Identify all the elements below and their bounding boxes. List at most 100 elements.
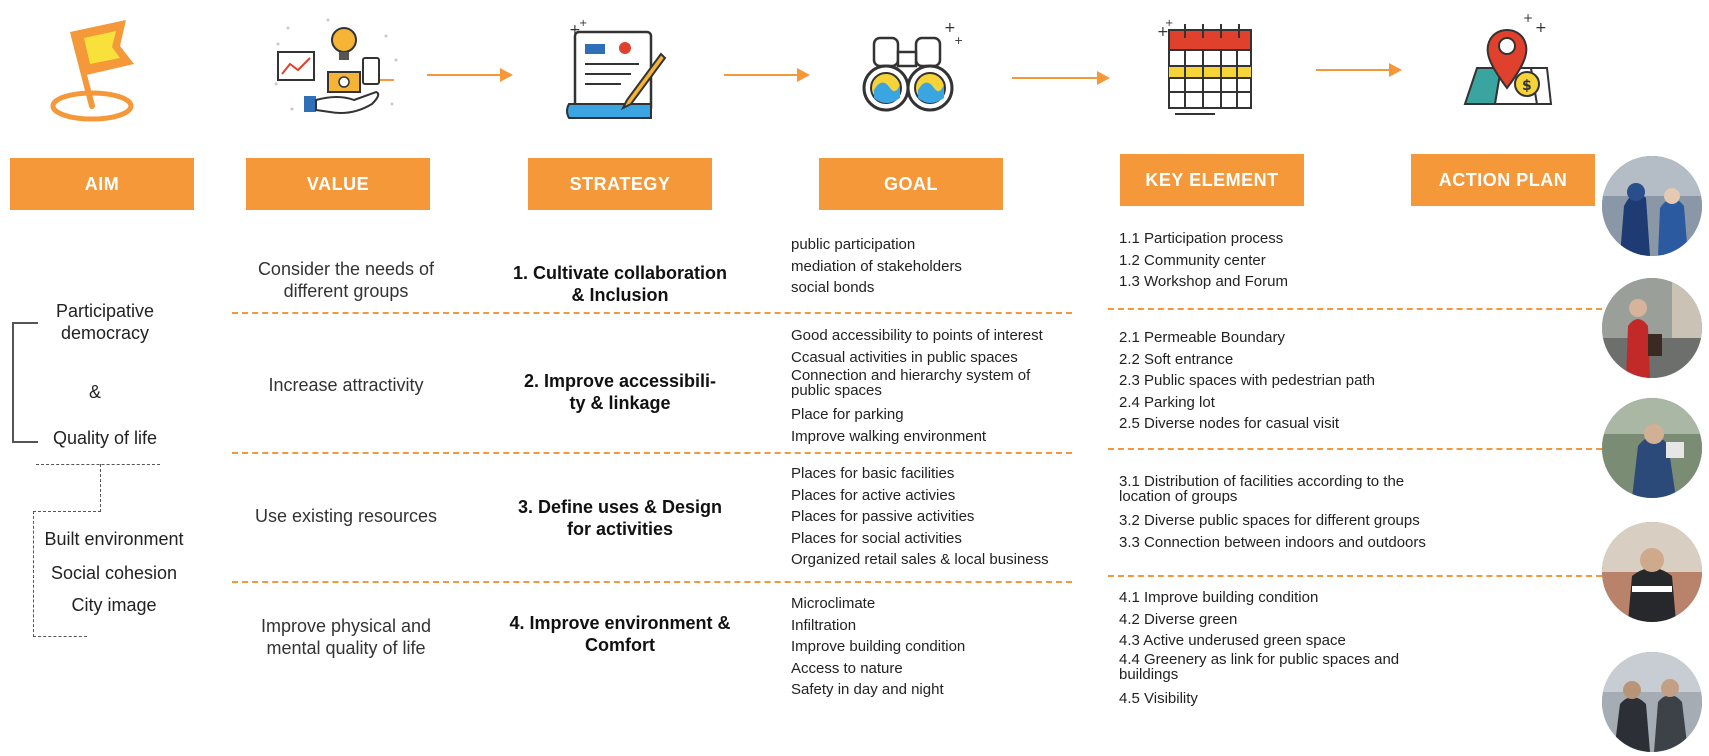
key-element-item: 4.4 Greenery as link for public spaces a… <box>1119 650 1400 683</box>
aim-dashed-connector <box>33 511 101 512</box>
row-divider <box>1108 448 1602 450</box>
key-element-item: 2.2 Soft entrance <box>1119 350 1234 368</box>
svg-text:+: + <box>1523 11 1533 25</box>
key-element-item: 2.5 Diverse nodes for casual visit <box>1119 415 1340 432</box>
value-row-1: Consider the needs of different groups <box>257 259 435 301</box>
aim-item-city-image: City image <box>71 595 157 615</box>
row-divider <box>1108 575 1602 577</box>
aim-dashed-connector <box>36 464 160 465</box>
goal-item: Microclimate <box>791 595 876 612</box>
goal-list-row-4: Microclimate Infiltration Improve buildi… <box>791 593 1071 701</box>
aim-ampersand: & <box>88 382 101 402</box>
key-element-item: 1.2 Community center <box>1119 251 1266 269</box>
goal-item: Infiltration <box>791 616 857 634</box>
binoculars-icon: + + <box>860 18 970 123</box>
header-value: VALUE <box>246 158 430 210</box>
aim-bracket-top <box>12 322 38 324</box>
key-element-list-row-4: 4.1 Improve building condition 4.2 Diver… <box>1119 587 1439 709</box>
svg-text:+: + <box>569 22 581 38</box>
header-goal: GOAL <box>819 158 1003 210</box>
aim-item-social-cohesion: Social cohesion <box>50 563 178 583</box>
goal-item: Good accessibility to points of interest <box>791 327 1043 344</box>
key-element-list-row-1: 1.1 Participation process 1.2 Community … <box>1119 228 1439 293</box>
row-divider <box>1108 308 1602 310</box>
key-element-list-row-2: 2.1 Permeable Boundary 2.2 Soft entrance… <box>1119 327 1439 435</box>
key-element-item: 2.4 Parking lot <box>1119 393 1215 411</box>
svg-text:+: + <box>1535 20 1547 36</box>
value-row-4: Improve physical and mental quality of l… <box>260 616 432 658</box>
svg-text:+: + <box>579 18 587 29</box>
action-photo <box>1602 652 1702 752</box>
aim-bracket-bottom <box>12 441 38 443</box>
calendar-icon: + + <box>1155 16 1265 121</box>
goal-item: public participation <box>791 236 916 253</box>
goal-item: Connection and hierarchy system of publi… <box>791 367 1031 399</box>
key-element-item: 1.1 Participation process <box>1119 230 1284 247</box>
header-key-element: KEY ELEMENT <box>1120 154 1304 206</box>
svg-text:+: + <box>1157 24 1169 40</box>
key-element-item: 4.3 Active underused green space <box>1119 632 1346 649</box>
header-aim: AIM <box>10 158 194 210</box>
aim-participative-democracy: Participative democracy <box>55 301 155 343</box>
aim-item-built-environment: Built environment <box>44 529 184 549</box>
row-divider <box>232 581 1072 583</box>
strategy-row-4: 4. Improve environment & Comfort <box>509 613 731 655</box>
key-element-item: 4.2 Diverse green <box>1119 610 1238 628</box>
flow-arrow <box>1316 63 1402 77</box>
svg-text:+: + <box>954 34 963 47</box>
goal-item: Improve walking environment <box>791 427 987 445</box>
key-element-item: 3.3 Connection between indoors and outdo… <box>1119 533 1426 551</box>
row-divider <box>232 452 1072 454</box>
row-divider <box>232 312 1072 314</box>
svg-text:$: $ <box>1522 78 1532 94</box>
flag-icon <box>48 12 143 127</box>
header-strategy: STRATEGY <box>528 158 712 210</box>
value-row-3: Use existing resources <box>254 506 438 526</box>
key-element-item: 1.3 Workshop and Forum <box>1119 273 1288 290</box>
key-element-item: 4.5 Visibility <box>1119 689 1198 707</box>
aim-dashed-connector <box>33 636 87 637</box>
goal-list-row-3: Places for basic facilities Places for a… <box>791 463 1081 571</box>
strategy-row-2: 2. Improve accessibili- ty & linkage <box>523 371 717 413</box>
goal-item: Place for parking <box>791 406 904 423</box>
goal-item: Access to nature <box>791 659 903 677</box>
strategy-row-3: 3. Define uses & Design for activities <box>517 497 723 539</box>
key-element-item: 3.2 Diverse public spaces for different … <box>1119 512 1420 529</box>
header-action-plan: ACTION PLAN <box>1411 154 1595 206</box>
goal-item: Places for basic facilities <box>791 465 955 482</box>
aim-bracket-vertical <box>12 322 14 442</box>
goal-item: Safety in day and night <box>791 681 944 698</box>
goal-item: Places for passive activities <box>791 508 975 525</box>
action-photo <box>1602 398 1702 498</box>
goal-item: Places for social activities <box>791 529 962 547</box>
document-icon: + + <box>565 18 675 128</box>
key-element-item: 2.1 Permeable Boundary <box>1119 329 1285 346</box>
goal-item: Improve building condition <box>791 638 966 655</box>
value-icon <box>268 14 408 129</box>
flow-arrow <box>427 68 513 82</box>
key-element-item: 3.1 Distribution of facilities according… <box>1119 473 1405 505</box>
flow-arrow <box>1012 71 1110 85</box>
goal-item: social bonds <box>791 279 875 296</box>
svg-text:+: + <box>1165 18 1173 29</box>
aim-dashed-connector <box>33 511 34 637</box>
key-element-list-row-3: 3.1 Distribution of facilities according… <box>1119 474 1459 553</box>
map-pin-icon: + + $ <box>1455 8 1565 118</box>
key-element-item: 4.1 Improve building condition <box>1119 589 1319 606</box>
goal-item: Places for active activies <box>791 486 956 504</box>
aim-dashed-connector <box>100 464 101 512</box>
value-row-2: Increase attractivity <box>268 375 424 395</box>
flow-arrow <box>724 68 810 82</box>
aim-quality-of-life: Quality of life <box>52 428 158 448</box>
goal-item: Organized retail sales & local business <box>791 551 1049 568</box>
goal-item: Ccasual activities in public spaces <box>791 348 1018 366</box>
strategy-row-1: 1. Cultivate collaboration & Inclusion <box>512 263 728 305</box>
action-photo <box>1602 522 1702 622</box>
key-element-item: 2.3 Public spaces with pedestrian path <box>1119 372 1375 389</box>
goal-item: mediation of stakeholders <box>791 257 962 275</box>
goal-list-row-2: Good accessibility to points of interest… <box>791 325 1071 447</box>
svg-text:+: + <box>944 20 956 36</box>
goal-list-row-1: public participation mediation of stakeh… <box>791 234 1071 299</box>
action-photo <box>1602 278 1702 378</box>
action-photo <box>1602 156 1702 256</box>
